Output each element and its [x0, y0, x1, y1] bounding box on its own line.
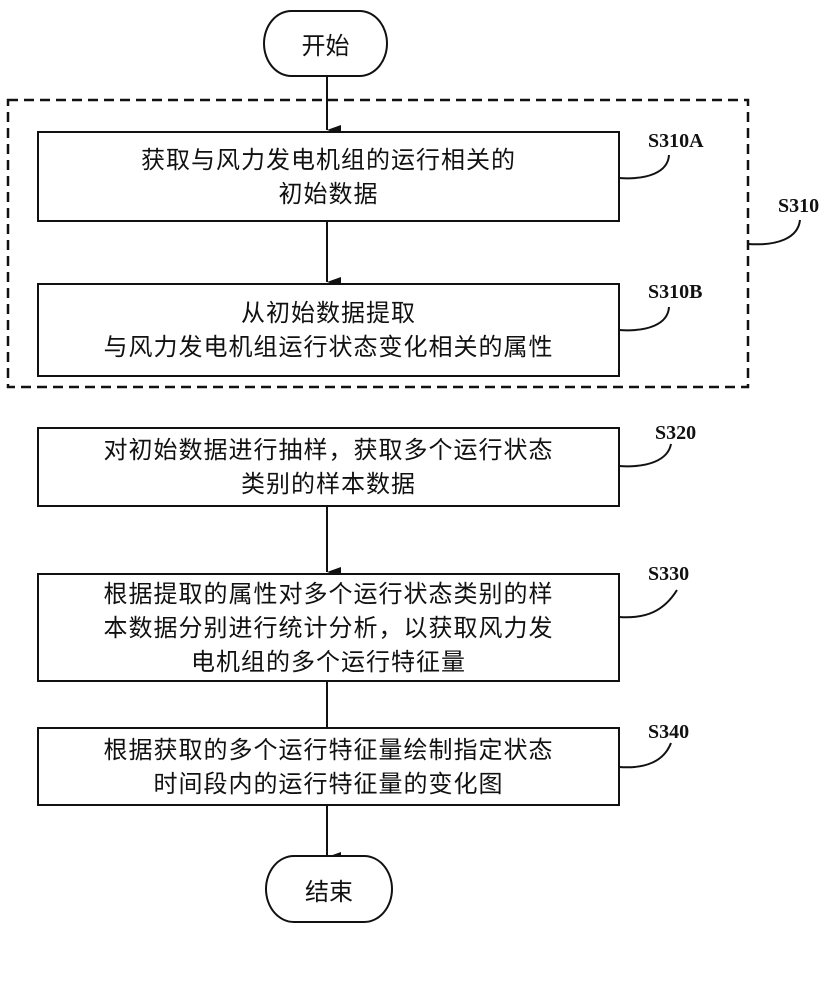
step-box-s340: 根据获取的多个运行特征量绘制指定状态 时间段内的运行特征量的变化图	[37, 727, 620, 806]
step-label-s330: S330	[648, 563, 690, 585]
leader-s330	[618, 589, 678, 619]
step-text-line: 根据提取的属性对多个运行状态类别的样	[103, 579, 554, 608]
group-label-s310: S310	[778, 195, 820, 217]
step-box-s310a: 获取与风力发电机组的运行相关的 初始数据	[37, 131, 620, 222]
leader-s340	[618, 742, 672, 769]
end-terminal: 结束	[265, 855, 393, 923]
group-box-s310	[6, 98, 750, 389]
end-label: 结束	[305, 877, 353, 906]
step-text-line: 根据获取的多个运行特征量绘制指定状态	[103, 735, 554, 764]
step-text-line: 从初始数据提取	[241, 299, 416, 327]
start-terminal: 开始	[263, 10, 388, 77]
step-text-line: 获取与风力发电机组的运行相关的	[141, 145, 516, 174]
start-label: 开始	[301, 32, 350, 60]
step-text-line: 电机组的多个运行特征量	[191, 647, 466, 676]
step-text-line: 本数据分别进行统计分析，以获取风力发	[103, 613, 554, 642]
step-text-line: 初始数据	[278, 179, 379, 208]
step-box-s320: 对初始数据进行抽样，获取多个运行状态 类别的样本数据	[37, 427, 620, 507]
step-label-s340: S340	[648, 721, 690, 743]
step-label-s310b: S310B	[648, 281, 703, 303]
leader-s320	[618, 443, 672, 468]
step-label-s310a: S310A	[648, 130, 704, 152]
step-text-line: 时间段内的运行特征量的变化图	[153, 769, 504, 798]
step-box-s310b: 从初始数据提取 与风力发电机组运行状态变化相关的属性	[37, 283, 620, 377]
step-text-line: 与风力发电机组运行状态变化相关的属性	[103, 333, 554, 361]
step-text-line: 对初始数据进行抽样，获取多个运行状态	[103, 436, 554, 464]
step-label-s320: S320	[655, 422, 697, 444]
leader-s310b	[618, 306, 670, 332]
step-box-s330: 根据提取的属性对多个运行状态类别的样 本数据分别进行统计分析，以获取风力发 电机…	[37, 573, 620, 682]
leader-s310	[747, 219, 801, 246]
step-text-line: 类别的样本数据	[241, 470, 416, 498]
leader-s310a	[618, 154, 670, 180]
